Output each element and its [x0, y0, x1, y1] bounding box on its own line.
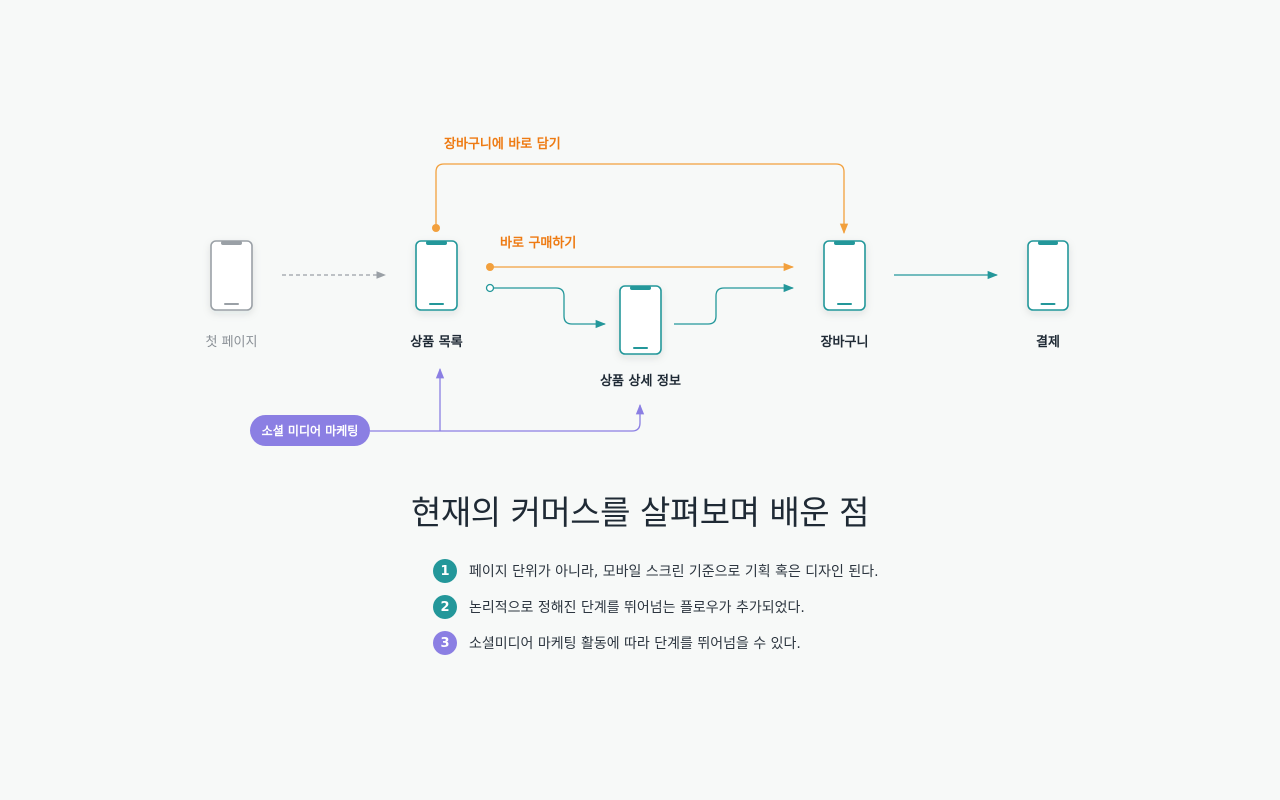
first-page-label: 첫 페이지 [206, 335, 258, 350]
checkout-node[interactable]: 결제 [1027, 240, 1069, 350]
lesson-number-badge: 2 [433, 595, 457, 619]
lesson-text: 논리적으로 정해진 단계를 뛰어넘는 플로우가 추가되었다. [469, 600, 805, 616]
lessons-title: 현재의 커머스를 살펴보며 배운 점 [411, 493, 870, 532]
lesson-number-badge: 3 [433, 631, 457, 655]
lesson-text: 페이지 단위가 아니라, 모바일 스크린 기준으로 기획 혹은 디자인 된다. [469, 564, 879, 580]
first-page-node[interactable]: 첫 페이지 [206, 240, 258, 350]
add-to-cart-start-dot [432, 224, 440, 232]
list-to-detail-connector [494, 287, 607, 329]
lesson-item: 1 페이지 단위가 아니라, 모바일 스크린 기준으로 기획 혹은 디자인 된다… [433, 558, 879, 584]
product-list-node[interactable]: 상품 목록 [410, 240, 463, 350]
list-to-detail-start-dot [485, 283, 495, 293]
lessons-list: 1 페이지 단위가 아니라, 모바일 스크린 기준으로 기획 혹은 디자인 된다… [433, 558, 879, 666]
add-to-cart-label: 장바구니에 바로 담기 [444, 136, 561, 152]
checkout-label: 결제 [1036, 334, 1060, 350]
phone-icon [415, 240, 458, 311]
product-detail-node[interactable]: 상품 상세 정보 [600, 285, 681, 389]
cart-node[interactable]: 장바구니 [821, 240, 869, 350]
phone-icon [619, 285, 662, 355]
lesson-text: 소셜미디어 마케팅 활동에 따라 단계를 뛰어넘을 수 있다. [469, 636, 801, 652]
buy-now-start-dot [486, 263, 494, 271]
lesson-item: 3 소셜미디어 마케팅 활동에 따라 단계를 뛰어넘을 수 있다. [433, 630, 879, 656]
buy-now-label: 바로 구매하기 [500, 235, 576, 251]
product-detail-label: 상품 상세 정보 [600, 373, 681, 389]
lesson-item: 2 논리적으로 정해진 단계를 뛰어넘는 플로우가 추가되었다. [433, 594, 879, 620]
social-to-detail-connector [370, 403, 645, 432]
cart-label: 장바구니 [821, 334, 869, 350]
social-media-marketing-pill[interactable]: 소셜 미디어 마케팅 [250, 415, 370, 446]
detail-to-cart-connector [674, 283, 795, 325]
product-list-label: 상품 목록 [410, 335, 462, 350]
commerce-flow-diagram: 장바구니에 바로 담기 바로 구매하기 첫 페이지 상품 목록 [206, 136, 1069, 446]
lesson-number-badge: 1 [433, 559, 457, 583]
phone-icon [210, 240, 253, 311]
phone-icon [1027, 240, 1069, 311]
add-to-cart-connector [435, 163, 849, 235]
phone-icon [823, 240, 866, 311]
social-media-marketing-label: 소셜 미디어 마케팅 [262, 423, 359, 438]
